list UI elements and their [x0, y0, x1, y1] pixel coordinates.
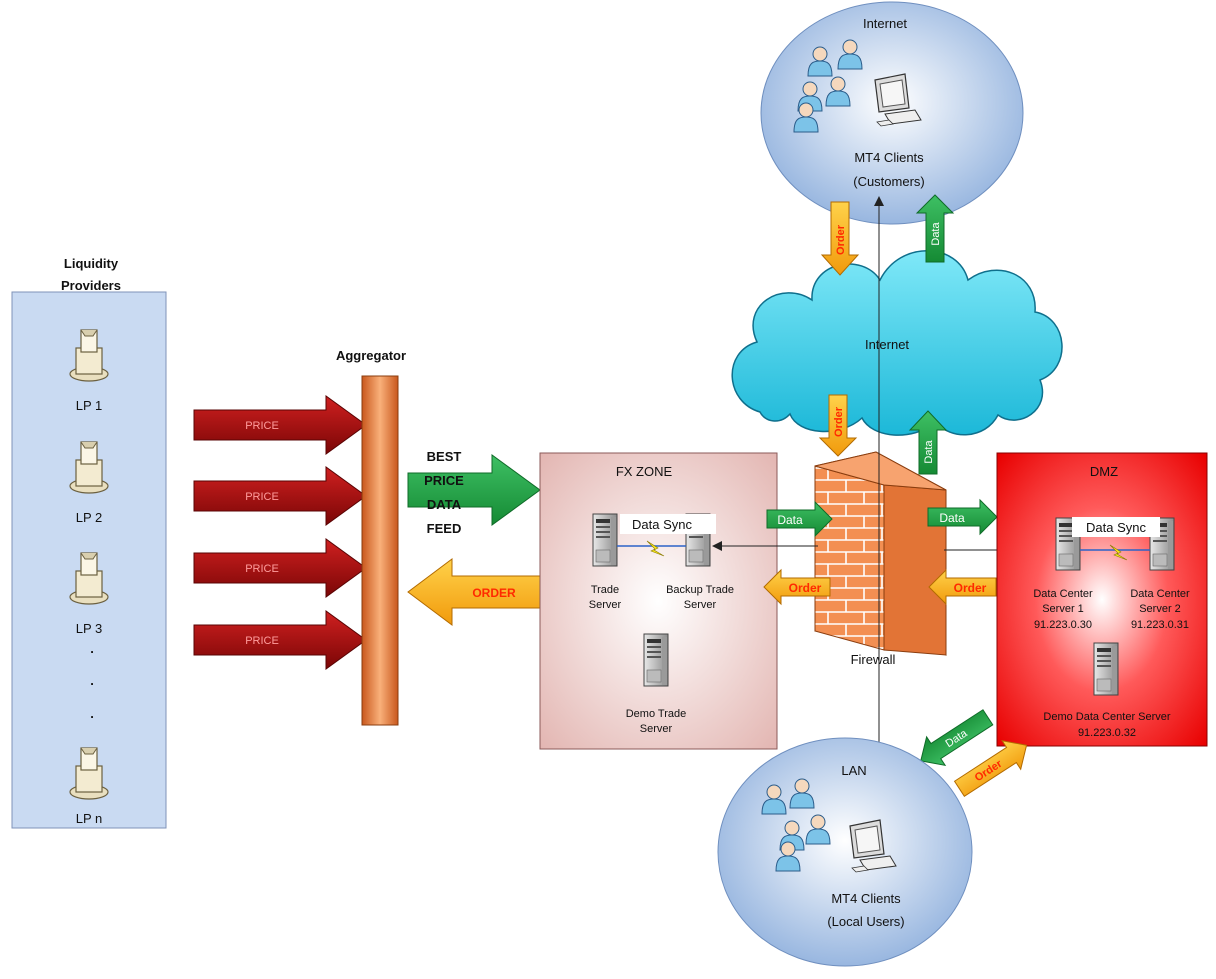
- data-arrow-customers-up-label: Data: [930, 222, 942, 246]
- lp-1-label: LP 1: [76, 398, 103, 413]
- data-arrow-customers-up: Data: [915, 194, 955, 263]
- backup-server-label-2: Server: [684, 599, 717, 611]
- feed-line-2: PRICE: [424, 473, 464, 488]
- price-arrow-3: PRICE: [193, 538, 367, 598]
- aggregator-bar: [361, 375, 399, 726]
- internet-clients-zone: Internet: [863, 16, 907, 31]
- order-arrow-cloud-down: Order: [818, 394, 858, 457]
- data-arrow-to-dmz-label: Data: [939, 511, 965, 525]
- lp-3: LP 3: [69, 552, 109, 636]
- data-arrow-to-dmz: Data: [927, 498, 998, 536]
- lp-n-label: LP n: [76, 811, 103, 826]
- demo-trade-server-label-1: Demo Trade: [626, 708, 687, 720]
- aggregator-title: Aggregator: [336, 348, 406, 363]
- trade-server-icon: [592, 513, 618, 567]
- server2-label-1: Data Center: [1130, 588, 1190, 600]
- price-arrow-1: PRICE: [193, 395, 367, 455]
- server1-label-1: Data Center: [1033, 588, 1093, 600]
- order-arrow-aggregator: ORDER: [407, 558, 541, 626]
- lp-title-line1: Liquidity: [64, 256, 119, 271]
- price-arrow-4-label: PRICE: [245, 635, 279, 647]
- order-arrow-to-fx-label: Order: [789, 581, 822, 595]
- dmz-title: DMZ: [1090, 464, 1118, 479]
- internet-clients-line2: (Customers): [853, 174, 925, 189]
- trade-server-label-2: Server: [589, 599, 622, 611]
- lp-ellipsis-2: .: [90, 673, 94, 688]
- lp-3-label: LP 3: [76, 621, 103, 636]
- fx-zone-title: FX ZONE: [616, 464, 673, 479]
- order-arrow-to-fx: Order: [763, 568, 831, 606]
- dmz-data-sync-box: [1072, 517, 1160, 537]
- lan-clients-circle: [717, 737, 973, 967]
- order-arrow-customers-down-label: Order: [835, 224, 847, 255]
- fx-data-sync-box: [620, 514, 716, 534]
- lan-clients-line2: (Local Users): [827, 914, 904, 929]
- price-arrow-2: PRICE: [193, 466, 367, 526]
- lp-2-label: LP 2: [76, 510, 103, 525]
- server2-label-3: 91.223.0.31: [1131, 619, 1189, 631]
- lan-clients-line1: MT4 Clients: [831, 891, 901, 906]
- fx-data-sync-label: Data Sync: [632, 517, 692, 532]
- lp-2: LP 2: [69, 441, 109, 525]
- price-arrow-4: PRICE: [193, 610, 367, 670]
- order-arrow-from-dmz-label: Order: [954, 581, 987, 595]
- firewall-label: Firewall: [851, 652, 896, 667]
- demo-data-center-server-icon: [1093, 642, 1119, 696]
- best-price-feed-arrow: [407, 454, 541, 526]
- dmz-panel: [996, 452, 1208, 747]
- feed-line-3: DATA: [427, 497, 462, 512]
- internet-clients-line1: MT4 Clients: [854, 150, 924, 165]
- firewall: [814, 451, 947, 656]
- lp-title-line2: Providers: [61, 278, 121, 293]
- order-arrow-from-dmz: Order: [928, 568, 997, 606]
- dmz-sync-bolt: [1109, 544, 1128, 561]
- order-arrow-aggregator-label: ORDER: [472, 586, 516, 600]
- demo-trade-server-label-2: Server: [640, 723, 673, 735]
- demo-trade-server-icon: [643, 633, 669, 687]
- order-arrow-cloud-down-label: Order: [833, 406, 845, 437]
- data-arrow-to-firewall: Data: [766, 500, 833, 538]
- lp-n: LP n: [69, 747, 109, 826]
- server2-label-2: Server 2: [1139, 603, 1181, 615]
- feed-line-4: FEED: [427, 521, 462, 536]
- order-arrow-customers-down: Order: [820, 201, 860, 276]
- price-arrow-2-label: PRICE: [245, 491, 279, 503]
- lp-ellipsis-3: .: [90, 706, 94, 721]
- fx-link-arrowhead: [712, 541, 722, 551]
- data-arrow-cloud-up-label: Data: [923, 440, 935, 464]
- price-arrow-1-label: PRICE: [245, 420, 279, 432]
- lan-clients-zone: LAN: [841, 763, 866, 778]
- data-arrow-cloud-up: Data: [908, 410, 948, 475]
- internet-cloud-label: Internet: [865, 337, 909, 352]
- demo-dc-server-label-1: Demo Data Center Server: [1043, 711, 1170, 723]
- data-arrow-to-firewall-label: Data: [777, 513, 803, 527]
- demo-dc-server-label-2: 91.223.0.32: [1078, 727, 1136, 739]
- vertical-line-arrowhead-top: [874, 196, 884, 206]
- internet-cloud: [731, 250, 1063, 436]
- dmz-data-sync-label: Data Sync: [1086, 520, 1146, 535]
- fx-sync-bolt: [646, 540, 665, 557]
- backup-server-label-1: Backup Trade: [666, 584, 734, 596]
- price-arrow-3-label: PRICE: [245, 563, 279, 575]
- server1-label-3: 91.223.0.30: [1034, 619, 1092, 631]
- trade-server-label-1: Trade: [591, 584, 619, 596]
- lp-1: LP 1: [69, 329, 109, 413]
- lp-ellipsis-1: .: [90, 641, 94, 656]
- server1-label-2: Server 1: [1042, 603, 1084, 615]
- feed-line-1: BEST: [427, 449, 462, 464]
- fx-zone-panel: [539, 452, 778, 750]
